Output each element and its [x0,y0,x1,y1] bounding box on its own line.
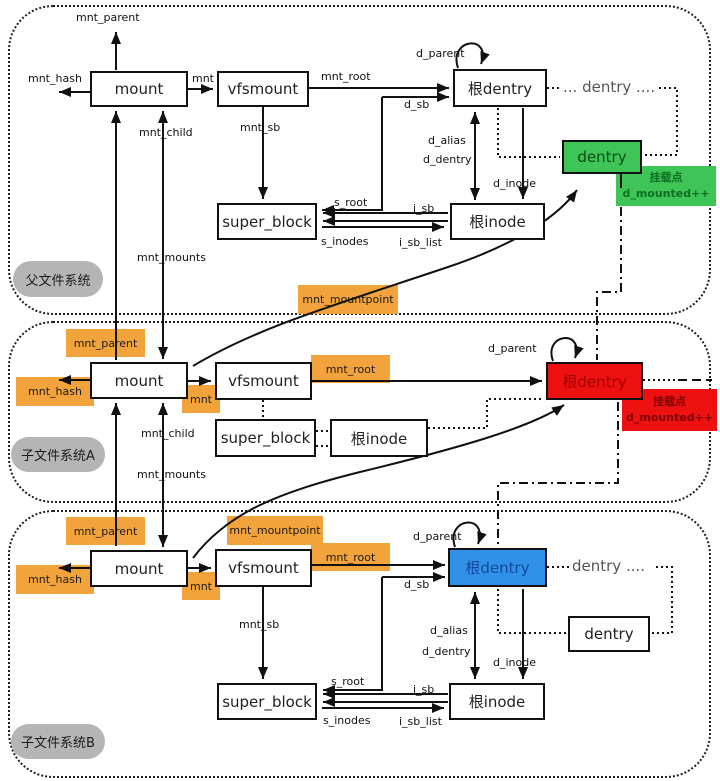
label-mnt-parent-b: mnt_parent [66,517,145,545]
box-dentry-child-b: dentry [568,616,650,652]
label-mnt-child-a: mnt_child [141,427,195,440]
label-mnt-root-a: mnt_root [311,355,390,383]
label-mnt-root-top: mnt_root [321,70,371,83]
box-mountpoint-dentry-parent: dentry [562,140,642,174]
box-mount-child-a: mount [90,362,188,399]
label-mnt-mounts-a: mnt_mounts [137,468,206,481]
label-mnt-mountpoint-b: mnt_mountpoint [227,516,323,545]
label-i-sb-list-top: i_sb_list [399,236,442,249]
box-mount-child-b: mount [90,550,188,587]
box-root-dentry-parent: 根dentry [453,69,547,107]
box-root-dentry-child-a: 根dentry [546,362,643,400]
label-mnt-parent-a: mnt_parent [66,329,145,357]
label-dentry-siblings-top: ... dentry .... [563,78,656,96]
label-s-inodes-top: s_inodes [321,235,369,248]
label-mnt-hash-b: mnt_hash [16,565,94,594]
label-mnt-mountpoint-a: mnt_mountpoint [298,285,398,314]
label-i-sb-b: i_sb [413,683,435,696]
box-root-inode-child-a: 根inode [330,419,428,457]
box-vfsmount-child-b: vfsmount [215,549,312,587]
label-d-parent-a: d_parent [488,342,537,355]
label-d-sb-b: d_sb [404,578,430,591]
label-d-alias-b: d_alias [430,624,468,637]
box-root-inode-parent: 根inode [450,203,545,240]
label-mnt-sb-top: mnt_sb [240,121,281,134]
label-mnt-hash-top: mnt_hash [28,72,82,85]
box-super-block-parent: super_block [217,203,317,240]
box-mount-parent: mount [90,71,188,107]
pill-child-fs-a: 子文件系统A [11,437,105,472]
label-s-root-top: s_root [334,196,368,209]
label-d-dentry-b: d_dentry [422,645,471,658]
box-vfsmount-child-a: vfsmount [215,362,312,400]
label-d-parent-b: d_parent [413,530,462,543]
box-root-dentry-child-b: 根dentry [448,548,547,587]
label-d-parent-top: d_parent [416,47,465,60]
label-mnt-mounts-top: mnt_mounts [137,251,206,264]
label-i-sb-top: i_sb [413,202,435,215]
label-mnt-b: mnt [182,572,220,600]
label-mnt-parent-top: mnt_parent [76,11,140,24]
box-super-block-child-a: super_block [215,419,316,457]
label-mnt-sb-b: mnt_sb [239,618,280,631]
label-d-dentry-top: d_dentry [423,153,472,166]
box-vfsmount-parent: vfsmount [217,71,309,107]
label-d-inode-top: d_inode [493,177,536,190]
pill-parent-fs: 父文件系统 [13,261,103,297]
note-mountpoint-child-a: 挂载点 d_mounted++ [622,389,717,431]
label-d-sb-top: d_sb [404,98,430,111]
label-d-alias-top: d_alias [428,134,466,147]
box-super-block-child-b: super_block [217,683,317,720]
label-s-inodes-b: s_inodes [323,714,371,727]
label-mnt-root-b: mnt_root [311,543,390,571]
pill-child-fs-b: 子文件系统B [11,724,105,759]
label-mnt-top: mnt [192,72,214,85]
label-mnt-child-top: mnt_child [139,126,193,139]
label-mnt-hash-a: mnt_hash [16,377,94,406]
label-d-inode-b: d_inode [493,656,536,669]
label-s-root-b: s_root [331,675,365,688]
label-i-sb-list-b: i_sb_list [399,715,442,728]
label-dentry-siblings-b: dentry .... [572,557,646,575]
box-root-inode-child-b: 根inode [449,683,545,720]
